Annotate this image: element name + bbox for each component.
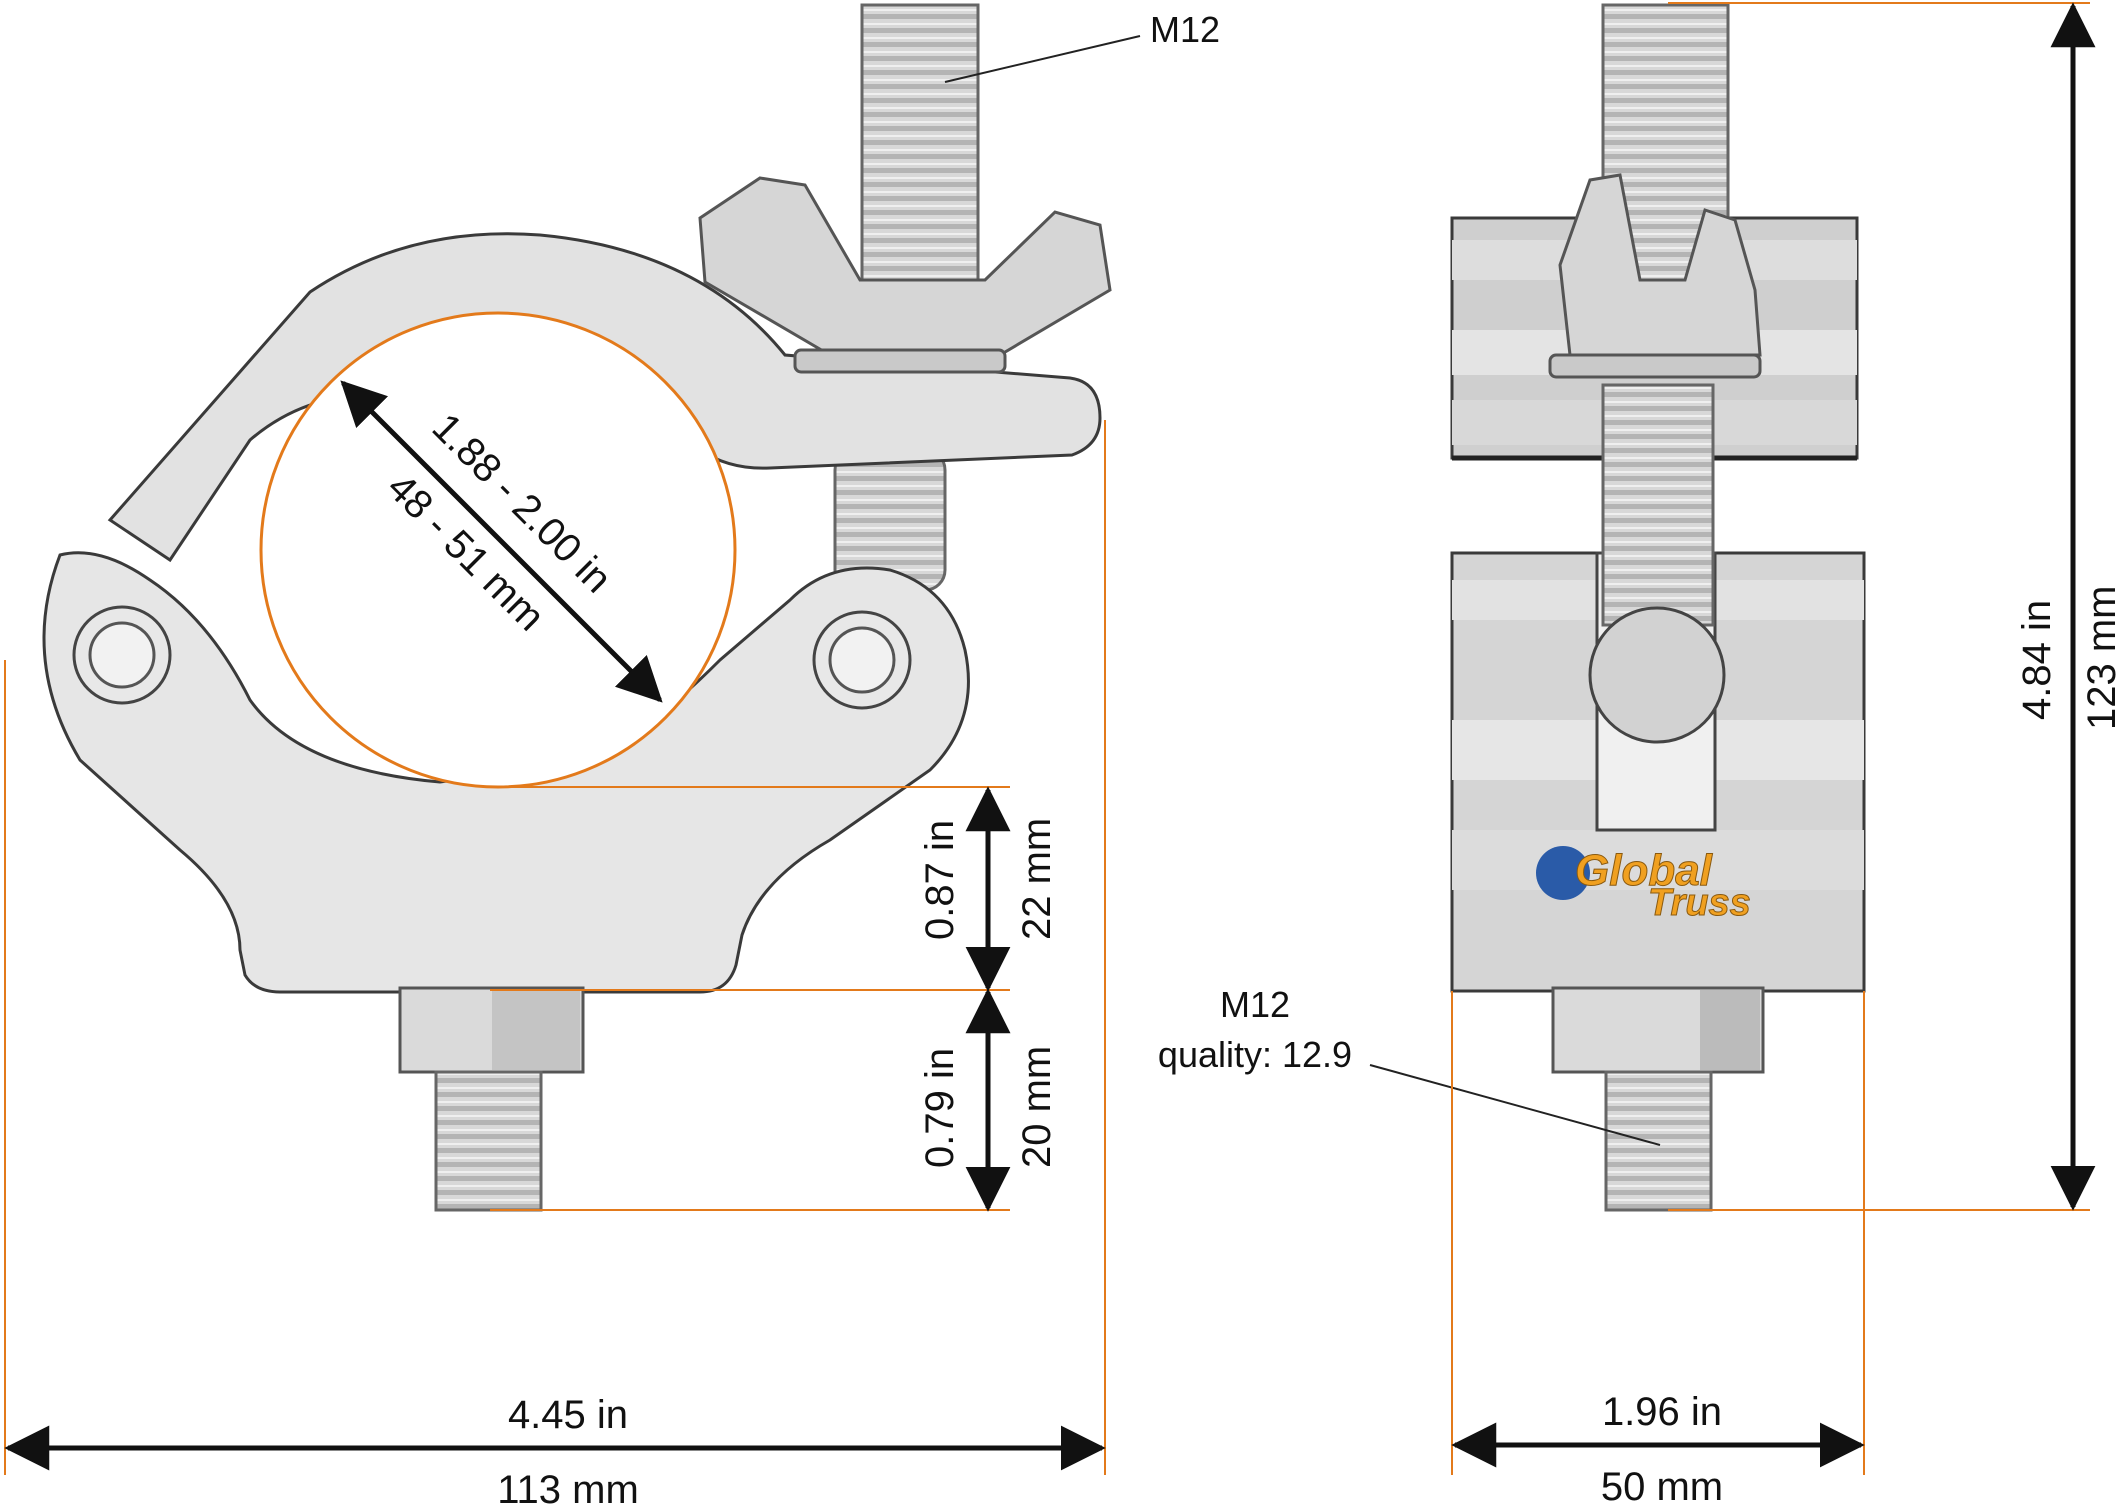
pipe-bore [259,311,737,789]
bolt-callout-line-1: M12 [1220,984,1290,1025]
top-bolt-thread [860,3,980,297]
bolt-length-mm-label: 20 mm [1015,1046,1059,1168]
total-height-inches-label: 4.84 in [2015,600,2059,720]
total-width-inches-label: 4.45 in [508,1393,628,1437]
lower-body [42,551,970,994]
total-height-mm-label: 123 mm [2080,586,2124,731]
globe-icon [1536,846,1590,900]
m12-thread-label: M12 [1150,9,1220,50]
wing-nut [698,176,1112,357]
lower-height-mm-label: 22 mm [1015,818,1059,940]
side-width-inches-label: 1.96 in [1602,1390,1722,1434]
washer [793,348,1007,374]
side-washer [1548,353,1762,379]
lower-height-inches-label: 0.87 in [918,820,962,940]
hinge-pin-left-inner [88,621,156,689]
total-width-mm-label: 113 mm [497,1468,639,1507]
front-view: M12 1.88 - 2.00 in 48 - 51 mm 0.87 in 22… [4,3,1220,1507]
bolt-length-inches-label: 0.79 in [918,1048,962,1168]
bolt-callout-leader [1369,1064,1661,1146]
side-bottom-bolt-thread [1604,1070,1713,1212]
m12-leader-line [944,35,1141,83]
bottom-nut-shade [492,990,580,1070]
side-width-mm-label: 50 mm [1601,1465,1723,1507]
hinge-pin-right-inner [828,626,896,694]
bolt-callout-line-2: quality: 12.9 [1158,1034,1352,1075]
bottom-bolt-thread [434,1070,543,1212]
side-ball-joint [1588,606,1726,744]
side-view: Global Truss M12 quality: 12.9 4.84 in 1… [1158,2,2124,1507]
logo-line-2: Truss [1648,882,1751,924]
side-lower-shank [1601,383,1715,627]
bore-dimension-arrow [340,380,663,703]
logo-line-1: Global [1575,846,1713,895]
